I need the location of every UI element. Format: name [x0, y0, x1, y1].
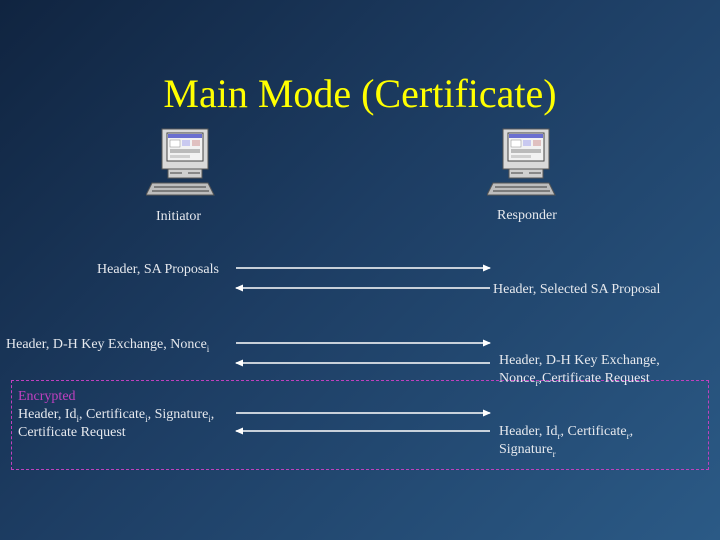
initiator-label: Initiator: [156, 209, 202, 224]
slide-title: Main Mode (Certificate): [163, 71, 557, 116]
message-5-label: Encrypted Header, Idi, Certificatei, Sig…: [18, 389, 215, 440]
responder-computer-icon: [487, 128, 556, 196]
encrypted-label: Encrypted: [18, 389, 76, 404]
message-6-label: Header, Idr, Certificater, Signaturer: [499, 424, 634, 459]
initiator-computer-icon: [146, 128, 215, 196]
encrypted-region-box: [11, 380, 709, 470]
message-1-label: Header, SA Proposals: [97, 262, 219, 277]
message-3-label: Header, D-H Key Exchange, Noncei: [6, 337, 210, 354]
message-4-label: Header, D-H Key Exchange, Noncer,Certifi…: [499, 353, 660, 388]
responder-label: Responder: [497, 208, 557, 223]
message-2-label: Header, Selected SA Proposal: [493, 282, 661, 297]
